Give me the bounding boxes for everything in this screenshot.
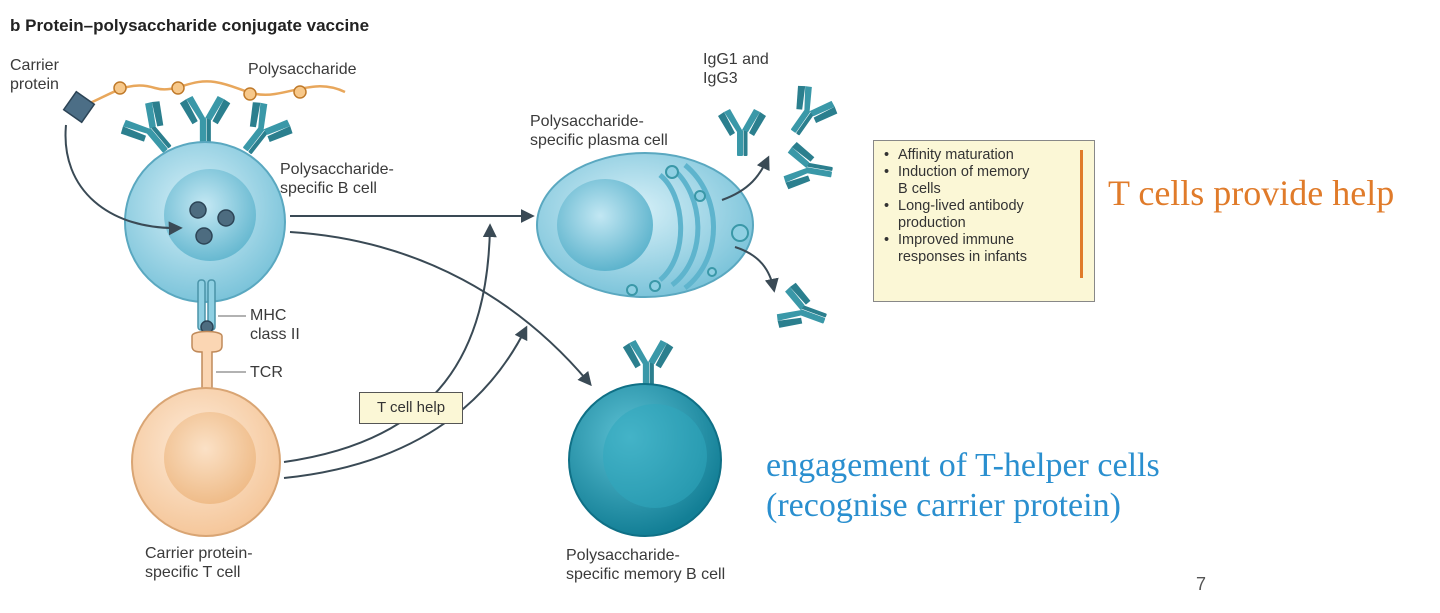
benefit-item: Induction of memory: [884, 164, 1070, 181]
benefit-item-continued: B cells: [898, 181, 941, 197]
arrow-to-memory-cell: [289, 231, 592, 387]
endoplasmic-reticulum: [683, 163, 716, 290]
carrier-protein-block: [62, 90, 96, 124]
engagement-annotation: engagement of T-helper cells (recognise …: [766, 447, 1160, 524]
endoplasmic-reticulum: [658, 173, 684, 282]
label-tcr: TCR: [250, 364, 283, 381]
label-igg: IgG1 and IgG3: [703, 51, 769, 87]
sugar-bead: [171, 81, 185, 95]
benefit-item: Affinity maturation: [884, 147, 1070, 164]
orange-bracket: [1080, 150, 1083, 278]
label-b-cell: Polysaccharide- specific B cell: [280, 161, 394, 197]
vesicle: [694, 190, 706, 202]
benefit-item-continued: responses in infants: [898, 249, 1027, 265]
plasma-cell-nucleus: [557, 179, 653, 271]
antigen-fragment: [217, 209, 235, 227]
vesicle: [731, 224, 749, 242]
label-mhc: MHC class II: [250, 307, 300, 343]
t-cells-provide-help-annotation: T cells provide help: [1108, 173, 1395, 213]
b-cell-receptor: [179, 95, 231, 146]
vesicle: [649, 280, 661, 292]
label-polysaccharide: Polysaccharide: [248, 61, 357, 78]
secreted-antibody: [718, 109, 766, 156]
secretion-arrow: [721, 155, 770, 201]
label-memory-b-cell: Polysaccharide- specific memory B cell: [566, 547, 726, 583]
vesicle: [626, 284, 638, 296]
label-carrier-protein: Carrier protein: [10, 57, 59, 93]
b-cell-nucleus: [164, 169, 256, 261]
secreted-antibody: [781, 140, 837, 197]
tcr: [191, 330, 223, 401]
sugar-bead: [293, 85, 307, 99]
label-t-cell: Carrier protein- specific T cell: [145, 545, 253, 581]
t-cell-help-box: T cell help: [359, 392, 463, 424]
sugar-bead: [113, 81, 127, 95]
vesicle: [707, 267, 717, 277]
sugar-bead: [243, 87, 257, 101]
vesicle: [665, 165, 679, 179]
figure-title: b Protein–polysaccharide conjugate vacci…: [10, 16, 370, 35]
benefit-item: Long-lived antibody: [884, 198, 1070, 215]
antigen-fragment: [189, 201, 207, 219]
memory-b-cell-nucleus: [603, 404, 707, 508]
benefit-item: Improved immune: [884, 232, 1070, 249]
internalisation-arrow: [64, 124, 183, 236]
secreted-antibody: [772, 280, 834, 342]
t-help-arrow-1: [283, 223, 497, 463]
benefit-item-continued: production: [898, 215, 966, 231]
antigen-fragment: [195, 227, 213, 245]
memory-b-cell-receptor: [622, 339, 674, 390]
label-plasma-cell: Polysaccharide- specific plasma cell: [530, 113, 668, 149]
secreted-antibody: [775, 80, 842, 147]
t-cell-nucleus: [164, 412, 256, 504]
endoplasmic-reticulum: [670, 166, 701, 287]
page-number: 7: [1196, 574, 1207, 594]
benefits-box: Affinity maturation Induction of memory …: [873, 140, 1095, 302]
secretion-arrow: [734, 246, 779, 293]
